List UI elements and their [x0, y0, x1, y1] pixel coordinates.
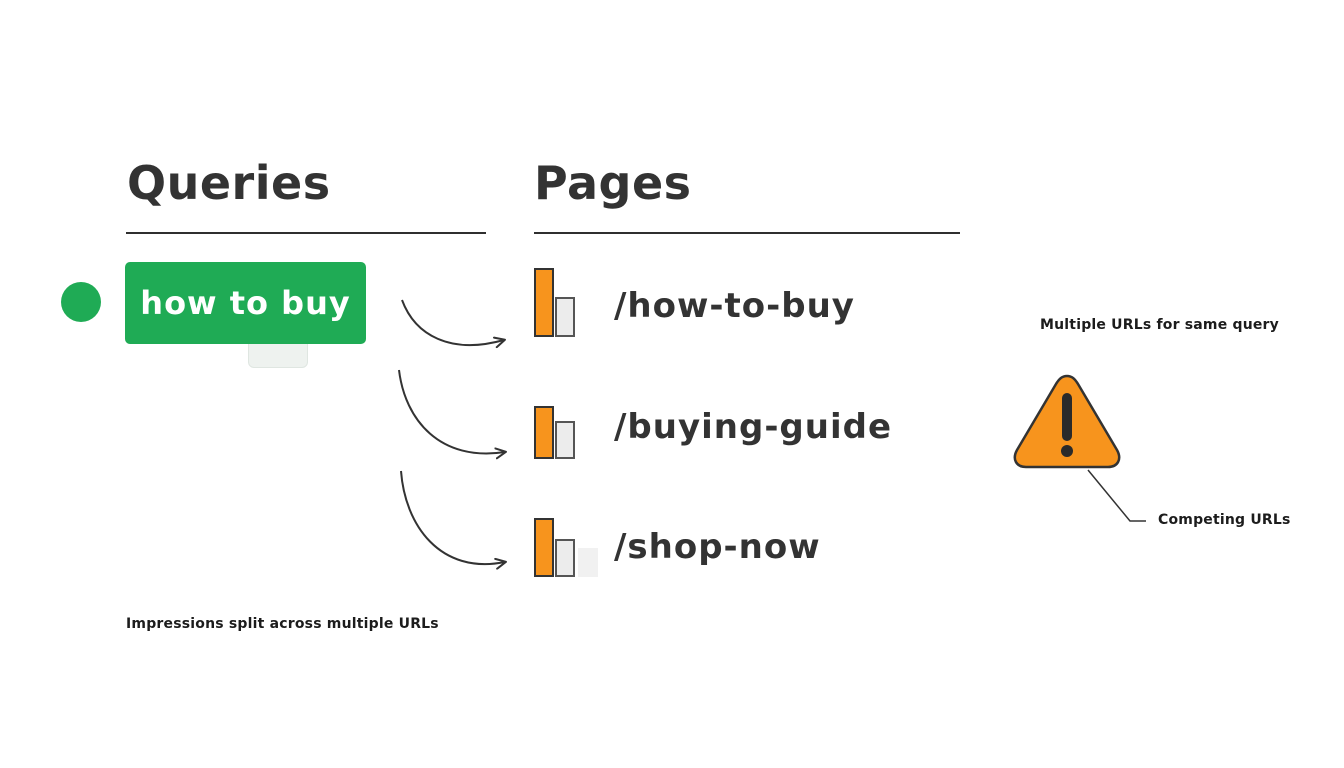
query-chip[interactable]: how to buy	[125, 262, 366, 344]
query-label: how to buy	[140, 284, 351, 322]
bar-primary	[534, 518, 554, 577]
bar-primary	[534, 406, 554, 459]
queries-heading: Queries	[127, 156, 331, 210]
competing-urls-note: Competing URLs	[1158, 512, 1291, 528]
bar-chart-icon	[534, 406, 584, 460]
page-url[interactable]: /buying-guide	[614, 407, 893, 447]
bar-secondary	[555, 539, 575, 577]
bar-secondary	[555, 421, 575, 459]
multiple-urls-note: Multiple URLs for same query	[1040, 317, 1279, 333]
page-url[interactable]: /how-to-buy	[614, 286, 855, 326]
bar-primary	[534, 268, 554, 337]
pages-heading: Pages	[534, 156, 692, 210]
split-note: Impressions split across multiple URLs	[126, 616, 439, 632]
curved-arrow-icon	[401, 299, 506, 349]
bar-secondary	[555, 297, 575, 337]
warning-triangle-icon	[1013, 374, 1121, 469]
status-dot-icon	[61, 282, 101, 322]
pages-underline	[534, 232, 960, 234]
queries-underline	[126, 232, 486, 234]
page-url[interactable]: /shop-now	[614, 527, 821, 567]
curved-arrow-icon	[398, 369, 507, 460]
bar-tertiary	[578, 548, 598, 577]
bar-chart-icon	[534, 518, 600, 578]
bar-chart-icon	[534, 268, 584, 338]
curved-arrow-icon	[400, 470, 507, 570]
